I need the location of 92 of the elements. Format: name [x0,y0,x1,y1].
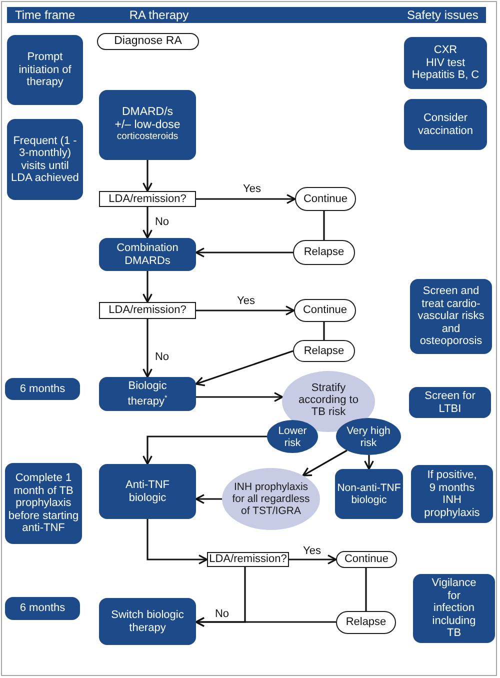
outcome-label: Continue [302,304,348,317]
start-terminal [97,33,199,50]
connector-line [365,568,367,611]
therapy-label: Biologic therapy$^{*}$ [126,380,168,408]
safety-note: If positive, 9 months INH prophylaxis [424,469,480,519]
outcome-label: Continue [303,192,348,206]
outcome-label: Relapse [304,246,344,259]
flow-arrow [196,194,296,204]
outcome-terminal [295,187,356,211]
therapy-label: Switch biologic therapy [110,609,185,634]
column-heading: Time frame [15,8,76,22]
column-heading: Safety issues [407,8,478,22]
flow-arrow [289,554,337,564]
flow-arrow [302,450,348,476]
flow-arrow [146,519,208,564]
flow-arrow [195,248,293,258]
edge-label: Yes [242,183,262,195]
safety-box [410,279,492,354]
decision-question: LDA/remission? [108,304,186,317]
outcome-label: Relapse [304,344,344,358]
outcome-terminal [293,240,355,265]
timeframe-box [5,378,80,400]
prophylaxis-label: INH prophylaxis for all regardless of TST/IGRA [231,481,311,517]
timeframe-text: Prompt initiation of therapy [18,51,72,89]
safety-note: Screen for LTBI [424,390,476,415]
outcome-label: Continue [344,553,389,566]
connector-line [323,322,325,340]
edge-label: No [154,351,170,363]
prophylaxis-ellipse [222,468,320,530]
timeframe-box [7,119,83,200]
therapy-label: Combination DMARDs [116,242,180,267]
therapy-label: DMARD/s +/– low-dose [114,106,182,132]
header-band [7,7,486,23]
safety-note: Consider vaccination [416,112,474,137]
safety-box [413,574,495,643]
stratify-label: Stratify according to TB risk [298,382,360,418]
therapy-box [99,464,196,519]
edge-label: No [154,216,170,228]
risk-ellipse [336,418,401,455]
timeframe-text: 6 months [20,602,66,615]
flow-arrow [364,455,374,470]
flow-arrow [142,207,152,239]
edge-label: Yes [302,545,322,557]
safety-box [411,465,493,523]
therapy-box [99,598,196,645]
safety-note: Screen and treat cardio-vascular risks and osteoporosis [416,285,486,348]
outcome-terminal [336,611,396,634]
timeframe-box [5,463,82,544]
timeframe-text: Complete 1 month of TB prophylaxis before starting anti-TNF [7,472,80,535]
flow-arrow [195,617,336,627]
risk-label: Very high risk [346,424,392,448]
safety-note: HIV test [426,56,466,70]
therapy-label: Anti-TNF biologic [124,479,170,504]
decision-question: LDA/remission? [209,553,287,566]
therapy-label: corticosteroids [116,131,180,144]
timeframe-text: Frequent (1 - 3-monthly) visits until LDA achieved [10,134,80,184]
flow-arrow [196,392,284,402]
therapy-box [335,469,403,519]
outcome-terminal [336,551,397,568]
timeframe-box [5,597,80,620]
decision-question: LDA/remission? [108,192,186,206]
safety-note: CXR [434,44,458,57]
outcome-terminal [294,299,356,322]
therapy-box [99,90,196,160]
edge-label: No [214,608,230,620]
terminal-label: Diagnose RA [114,35,182,48]
timeframe-box [7,35,83,105]
connector-line [323,211,325,240]
flow-arrow [195,350,294,386]
column-heading: RA therapy [129,8,189,22]
safety-note: Vigilance for infection including TB [430,577,478,640]
timeframe-text: 6 months [20,382,66,396]
therapy-box [99,377,196,411]
outcome-label: Relapse [346,616,386,629]
flow-arrow [142,271,152,303]
risk-label: Lower risk [277,424,308,448]
edge-label: Yes [236,295,256,307]
safety-box [409,387,491,418]
safety-box [404,37,487,89]
flow-arrow [142,319,152,378]
decision-box [99,191,196,207]
therapy-box [99,238,196,271]
flow-arrow [195,494,222,504]
flow-arrow [142,436,267,465]
flow-arrow [196,306,295,316]
flow-arrow [142,160,152,192]
therapy-label: Non-anti-TNF biologic [336,482,402,506]
decision-box [99,302,196,319]
safety-note: Hepatitis B, C [412,69,480,82]
safety-box [404,99,487,150]
outcome-terminal [293,340,355,362]
risk-ellipse [267,420,318,453]
